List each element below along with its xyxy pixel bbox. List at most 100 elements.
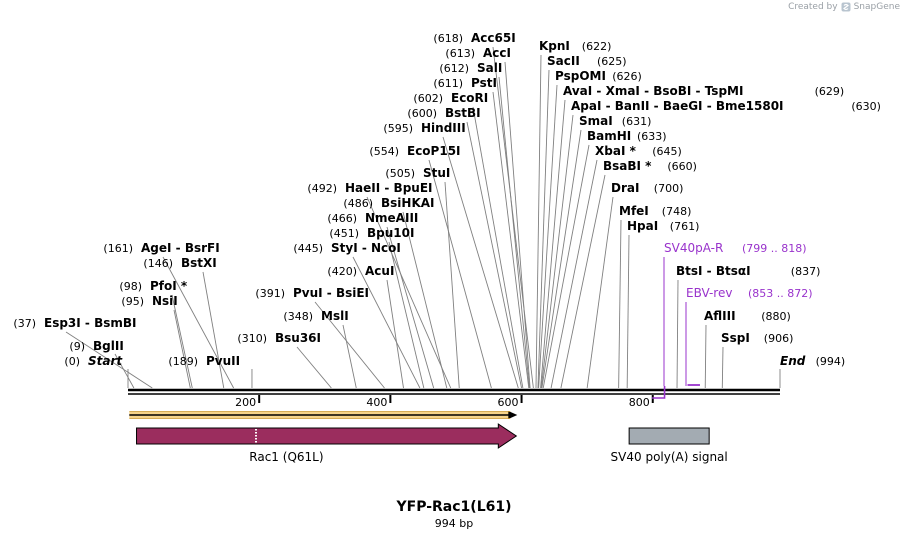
site-name: PspOMI xyxy=(555,69,606,83)
site-connector xyxy=(342,324,357,389)
site-connector xyxy=(202,271,225,389)
site-label-group: BamHI xyxy=(587,129,631,143)
site-name: KpnI xyxy=(539,39,570,53)
site-position: (630) xyxy=(851,100,881,113)
site-position: (633) xyxy=(637,130,667,143)
site-position: (310) xyxy=(237,332,267,345)
site-label-group: PspOMI xyxy=(555,69,606,83)
site-position: (761) xyxy=(670,220,700,233)
site-name: PvuI - BsiEI xyxy=(293,286,369,300)
site-name: Bsu36I xyxy=(275,331,321,345)
primer-range: (853 .. 872) xyxy=(748,287,813,300)
site-position: (626) xyxy=(612,70,642,83)
site-connector xyxy=(114,353,135,389)
site-connector xyxy=(540,114,574,389)
site-name: SmaI xyxy=(579,114,613,128)
site-connector xyxy=(388,241,425,389)
feature-label: SV40 poly(A) signal xyxy=(611,450,728,464)
site-label-group: MslI xyxy=(321,309,349,323)
site-name: HindIII xyxy=(421,121,466,135)
site-position: (420) xyxy=(327,265,357,278)
ruler-label: 600 xyxy=(498,396,519,409)
credit-brand: SnapGene xyxy=(853,2,900,12)
site-connector xyxy=(472,106,524,389)
site-label-group: PvuI - BsiEI xyxy=(293,286,369,300)
site-name: AcuI xyxy=(365,264,394,278)
site-label-group: End xyxy=(780,354,806,368)
site-position: (595) xyxy=(383,122,413,135)
site-position: (880) xyxy=(761,310,791,323)
site-label-group: BsiHKAI xyxy=(381,196,435,210)
site-name: HaeII - BpuEI xyxy=(345,181,433,195)
site-connector xyxy=(586,196,614,389)
site-position: (37) xyxy=(13,317,36,330)
site-position: (622) xyxy=(582,40,612,53)
site-position: (492) xyxy=(307,182,337,195)
site-name: MslI xyxy=(321,309,349,323)
site-connector xyxy=(535,54,542,389)
site-connector xyxy=(498,76,530,389)
site-name: ApaI - BanII - BaeGI - Bme1580I xyxy=(571,99,784,113)
site-position: (9) xyxy=(69,340,85,353)
site-label-group: BglII xyxy=(93,339,124,353)
site-name: StuI xyxy=(423,166,450,180)
site-name: StyI - NcoI xyxy=(331,241,401,255)
site-name: NmeAIII xyxy=(365,211,418,225)
site-connector xyxy=(466,121,523,389)
site-label-group: Bsu36I xyxy=(275,331,321,345)
site-label-group: SspI xyxy=(721,331,750,345)
site-name: End xyxy=(780,354,806,368)
site-label-group: AcuI xyxy=(365,264,394,278)
site-label-group: StuI xyxy=(423,166,450,180)
site-label-group: EcoRI xyxy=(451,91,488,105)
site-position: (554) xyxy=(369,145,399,158)
site-label-group: BtsI - BtsαI xyxy=(676,264,751,278)
site-name: BtsI - BtsαI xyxy=(676,264,751,278)
site-connector xyxy=(492,91,530,389)
site-name: SacII xyxy=(547,54,580,68)
site-connector xyxy=(296,346,332,389)
site-label-group: AccI xyxy=(483,46,511,60)
site-position: (146) xyxy=(143,257,173,270)
site-position: (451) xyxy=(329,227,359,240)
site-connector xyxy=(538,84,558,389)
site-position: (466) xyxy=(327,212,357,225)
site-position: (629) xyxy=(815,85,845,98)
site-position: (505) xyxy=(385,167,415,180)
site-label-group: BstBI xyxy=(445,106,481,120)
primer-arrow xyxy=(652,386,666,399)
site-label-group: PvuII xyxy=(206,354,240,368)
site-name: BglII xyxy=(93,339,124,353)
site-position: (660) xyxy=(667,160,697,173)
site-connector xyxy=(676,279,679,389)
snapgene-credit: Created by SnapGene xyxy=(788,2,900,12)
feature-rac1-arrow xyxy=(136,423,518,449)
site-label-group: EcoP15I xyxy=(407,144,461,158)
site-position: (189) xyxy=(168,355,198,368)
site-label-group: HpaI xyxy=(627,219,658,233)
ruler-label: 800 xyxy=(629,396,650,409)
site-name: SspI xyxy=(721,331,750,345)
site-connector xyxy=(721,346,724,389)
site-connector xyxy=(444,181,460,389)
site-name: SalI xyxy=(477,61,502,75)
site-position: (600) xyxy=(407,107,437,120)
site-label-group: StyI - NcoI xyxy=(331,241,401,255)
site-name: Acc65I xyxy=(471,31,516,45)
site-name: MfeI xyxy=(619,204,649,218)
site-name: HpaI xyxy=(627,219,658,233)
site-label-group: Esp3I - BsmBI xyxy=(44,316,136,330)
site-label-group: HaeII - BpuEI xyxy=(345,181,433,195)
site-connector xyxy=(504,61,531,389)
site-label-group: AgeI - BsrFI xyxy=(141,241,220,255)
site-position: (611) xyxy=(433,77,463,90)
site-position: (613) xyxy=(445,47,475,60)
site-position: (0) xyxy=(64,355,80,368)
site-connector xyxy=(550,159,598,389)
site-label-group: SalI xyxy=(477,61,502,75)
site-connector xyxy=(492,46,534,389)
site-name: EcoP15I xyxy=(407,144,461,158)
site-name: AflIII xyxy=(704,309,736,323)
site-connector xyxy=(402,211,448,389)
site-connector xyxy=(540,99,566,389)
